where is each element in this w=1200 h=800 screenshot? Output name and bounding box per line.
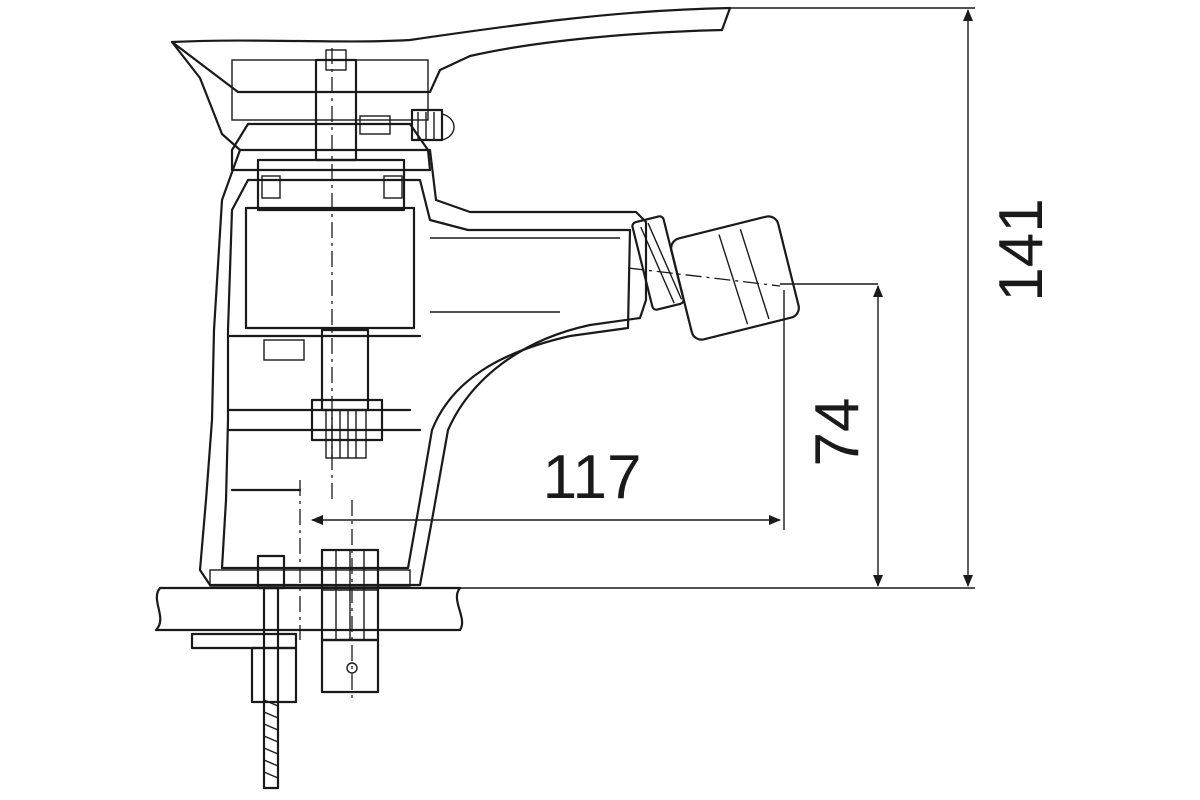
cartridge-cap <box>230 122 432 172</box>
dim-total-height-label: 141 <box>987 198 1056 301</box>
dim-width-label: 117 <box>543 443 642 512</box>
spindle <box>314 58 358 162</box>
supply-hose <box>320 548 380 694</box>
cartridge <box>244 206 416 330</box>
lever-handle <box>170 6 732 94</box>
center-line-nozzle <box>627 267 781 287</box>
dimension-lines <box>311 7 975 589</box>
counter-surface <box>154 586 464 632</box>
dim-spout-height-label: 74 <box>803 398 872 467</box>
fixing-bolt <box>190 554 298 790</box>
aerator-nozzle <box>631 215 800 341</box>
lock-screw <box>359 108 455 142</box>
body-shell <box>198 148 648 587</box>
mixer-body <box>170 6 732 587</box>
